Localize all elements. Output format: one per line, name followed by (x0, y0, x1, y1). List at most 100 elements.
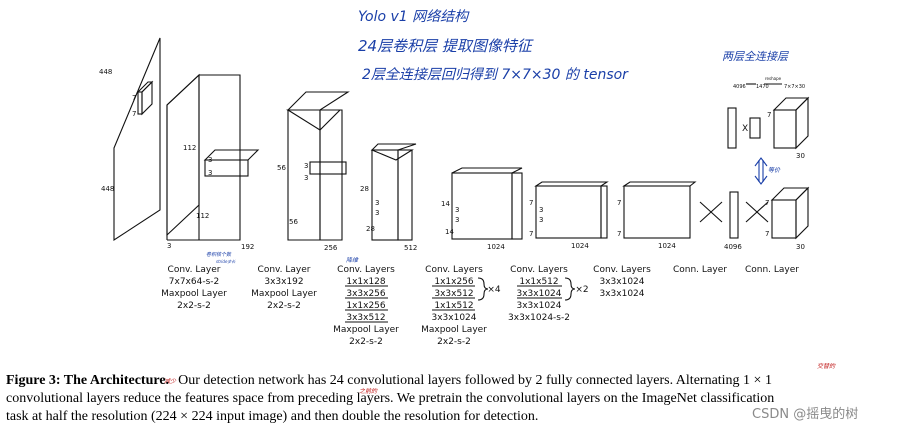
handwritten-line2: 2层全连接层回归得到 7×7×30 的 tensor (362, 67, 629, 83)
b4-label-3: 1x1x512 (434, 301, 473, 311)
dim-b2-k2: 3 (208, 169, 212, 177)
csdn-watermark: CSDN @摇曳的树 (752, 406, 858, 422)
b4-label-5: Maxpool Layer (421, 325, 487, 335)
b4-label-1: 1x1x256 (434, 277, 474, 287)
b1-label-3: 2x2-s-2 (177, 301, 211, 311)
handwritten-line1: 24层卷积层 提取图像特征 (358, 37, 534, 55)
b3-label-3: 1x1x256 (346, 301, 386, 311)
dim-b2-w: 112 (196, 212, 209, 220)
block7-cube (622, 181, 697, 187)
b6-label-1: 3x3x1024 (599, 277, 644, 287)
b4-label-6: 2x2-s-2 (437, 337, 471, 347)
handwritten-title: Yolo v1 网络结构 (358, 9, 470, 25)
handwritten-fc-note: 两层全连接层 (722, 50, 789, 63)
b5-label-3: 3x3x1024 (516, 301, 561, 311)
fc-top-vector (727, 107, 737, 149)
fc-note-1470: 1470 (756, 84, 769, 90)
dim-b2-c: 192 (241, 243, 254, 251)
fc-note-reshape: reshape (765, 76, 782, 81)
dim-out-w: 7 (765, 230, 769, 238)
b6-label-0: Conv. Layers (593, 265, 651, 275)
dim-input-w: 448 (101, 185, 114, 193)
b1-label-0: Conv. Layer (168, 265, 221, 275)
dim-fc-top-depth: 30 (796, 152, 805, 160)
b5-label-0: Conv. Layers (510, 265, 568, 275)
dim-input-c: 3 (167, 242, 171, 250)
dim-b6-k1: 3 (539, 206, 543, 214)
dim-b2-h: 112 (183, 144, 196, 152)
figure-caption-text1: Our detection network has 24 convolution… (178, 373, 772, 388)
dim-kernel-h: 7 (132, 94, 136, 102)
b7-label-0: Conn. Layer (673, 265, 727, 275)
dim-b3-c: 256 (324, 244, 338, 252)
dim-kernel-w: 7 (132, 110, 136, 118)
dim-b5-c: 1024 (487, 243, 505, 251)
handwritten-reduce: 减少 (164, 377, 177, 385)
b4-label-2: 3x3x512 (434, 289, 473, 299)
dim-fc-4096: 4096 (724, 243, 742, 251)
dim-b4-w: 28 (366, 225, 375, 233)
dim-b6-c: 1024 (571, 242, 589, 250)
b3-label-1: 1x1x128 (346, 277, 386, 287)
fc-top-x-mark: X (742, 124, 748, 134)
figure-caption-line2: convolutional layers reduce the features… (6, 391, 774, 406)
figure-caption-title: Figure 3: The Architecture. (6, 373, 169, 388)
block3-cube (286, 109, 342, 131)
b3-label-5: Maxpool Layer (333, 325, 399, 335)
figure-caption-line1: Figure 3: The Architecture. Our detectio… (6, 369, 772, 388)
repeat-x2: ×2 (575, 285, 588, 295)
dim-b3-h: 56 (277, 164, 286, 172)
handwritten-dimred: 降维 (346, 256, 359, 264)
handwritten-preceding: 之前的 (359, 387, 378, 395)
dim-b5-k2: 3 (455, 216, 459, 224)
handwritten-stride: stride步长 (216, 259, 236, 264)
dim-b2-k1: 3 (208, 156, 212, 164)
b3-label-2: 3x3x256 (346, 289, 386, 299)
dim-b5-h: 14 (441, 200, 450, 208)
dim-b3-k2: 3 (304, 174, 308, 182)
dim-out-h: 7 (765, 199, 769, 207)
dim-b5-k1: 3 (455, 206, 459, 214)
b3-label-6: 2x2-s-2 (349, 337, 383, 347)
fc-vector-4096 (729, 191, 739, 239)
fc-note-7x7x30: 7×7×30 (784, 84, 805, 90)
dim-b7-h: 7 (617, 199, 621, 207)
dim-input-h: 448 (99, 68, 112, 76)
b8-label-0: Conn. Layer (745, 265, 799, 275)
b4-label-4: 3x3x1024 (431, 313, 476, 323)
fc-top-cube (772, 97, 810, 111)
repeat-x4: ×4 (487, 285, 501, 295)
dim-b5-w: 14 (445, 228, 454, 236)
b2-label-2: Maxpool Layer (251, 289, 317, 299)
block4-cube (371, 149, 414, 161)
dim-b4-h: 28 (360, 185, 369, 193)
b6-label-2: 3x3x1024 (599, 289, 644, 299)
b2-label-0: Conv. Layer (258, 265, 311, 275)
dim-b7-w: 7 (617, 230, 621, 238)
block6-cube (534, 181, 609, 187)
fc-note-4096: 4096 (733, 84, 746, 90)
dim-b6-h: 7 (529, 199, 533, 207)
handwritten-kernel-count: 卷积核个数 (206, 251, 232, 258)
dim-b6-k2: 3 (539, 216, 543, 224)
b3-label-0: Conv. Layers (337, 265, 395, 275)
input-plane (113, 37, 161, 242)
b2-label-1: 3x3x192 (264, 277, 303, 287)
b5-label-4: 3x3x1024-s-2 (508, 313, 570, 323)
dim-b3-k1: 3 (304, 162, 308, 170)
b2-label-3: 2x2-s-2 (267, 301, 301, 311)
dim-fc-top-side: 7 (767, 111, 771, 119)
figure-caption-line3: task at half the resolution (224 × 224 i… (6, 409, 538, 424)
dim-b7-c: 1024 (658, 242, 676, 250)
b5-label-1: 1x1x512 (519, 277, 558, 287)
handwritten-swap-note: 等价 (768, 166, 781, 174)
block5-cube (451, 167, 523, 174)
dim-b4-c: 512 (404, 244, 417, 252)
dim-b4-k1: 3 (375, 199, 379, 207)
b3-label-4: 3x3x512 (346, 313, 385, 323)
b4-label-0: Conv. Layers (425, 265, 483, 275)
dim-b6-w: 7 (529, 230, 533, 238)
b1-label-1: 7x7x64-s-2 (169, 277, 219, 287)
